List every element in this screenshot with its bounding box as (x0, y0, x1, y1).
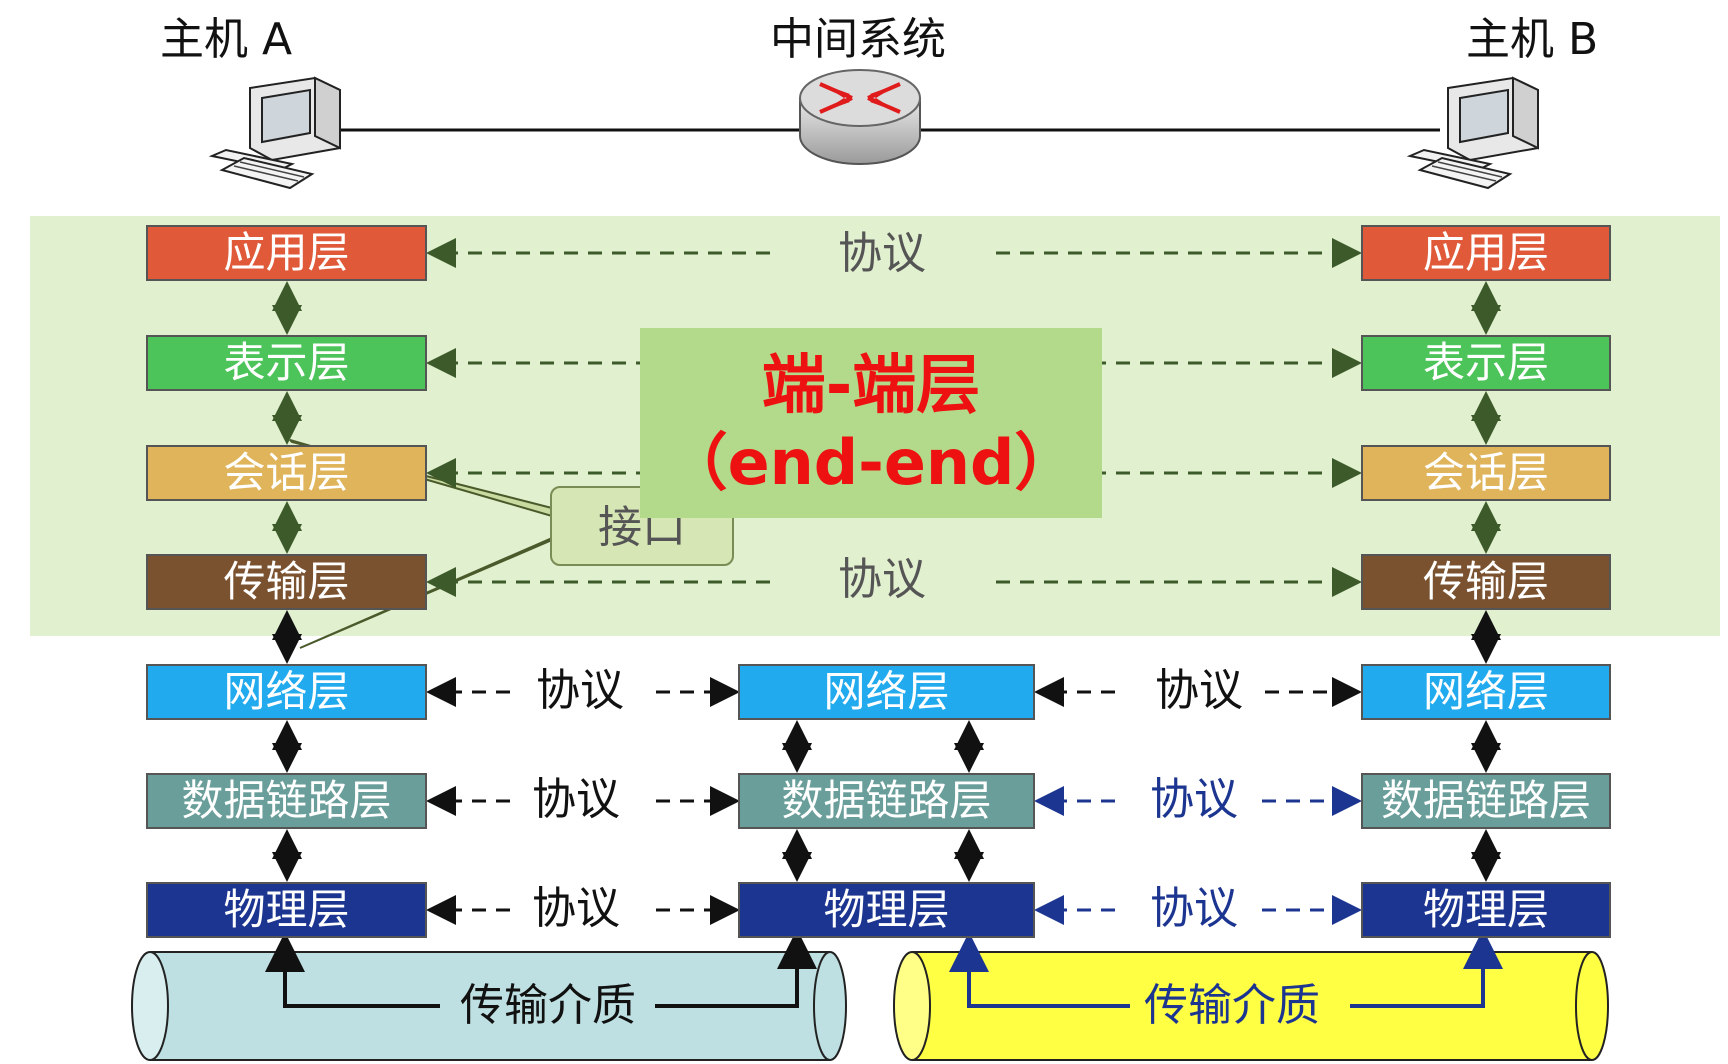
end-to-end-subtitle: （end-end） (665, 426, 1077, 499)
protocol-label-network-left: 协议 (536, 665, 624, 716)
protocol-label-datalink-left: 协议 (532, 774, 620, 825)
middle-datalink-layer: 数据链路层 (738, 773, 1035, 829)
host-b-transport-layer: 传输层 (1361, 554, 1611, 610)
host-a-label: 主机 A (160, 14, 293, 65)
middle-network-layer: 网络层 (738, 664, 1035, 720)
computer-icon-host-a (208, 76, 341, 190)
host-b-datalink-layer: 数据链路层 (1361, 773, 1611, 829)
intermediate-system-label: 中间系统 (770, 14, 946, 65)
host-b-application-layer: 应用层 (1361, 225, 1611, 281)
host-a-presentation-layer: 表示层 (146, 335, 427, 391)
host-a-network-layer: 网络层 (146, 664, 427, 720)
protocol-label-datalink-right: 协议 (1150, 774, 1238, 825)
host-b-physical-layer: 物理层 (1361, 882, 1611, 938)
host-a-application-layer: 应用层 (146, 225, 427, 281)
router-icon (799, 69, 921, 165)
protocol-label-application: 协议 (838, 228, 926, 279)
end-to-end-title-box: 端-端层 （end-end） (640, 328, 1102, 518)
protocol-label-physical-left: 协议 (532, 883, 620, 934)
host-b-network-layer: 网络层 (1361, 664, 1611, 720)
protocol-label-transport: 协议 (838, 554, 926, 605)
computer-icon-host-b (1406, 76, 1539, 190)
protocol-label-network-right: 协议 (1155, 665, 1243, 716)
medium-label-right: 传输介质 (1144, 980, 1320, 1031)
host-a-datalink-layer: 数据链路层 (146, 773, 427, 829)
host-b-presentation-layer: 表示层 (1361, 335, 1611, 391)
host-a-physical-layer: 物理层 (146, 882, 427, 938)
protocol-label-physical-right: 协议 (1150, 883, 1238, 934)
medium-label-left: 传输介质 (460, 980, 636, 1031)
end-to-end-title: 端-端层 (761, 349, 981, 423)
middle-physical-layer: 物理层 (738, 882, 1035, 938)
host-a-transport-layer: 传输层 (146, 554, 427, 610)
host-b-session-layer: 会话层 (1361, 445, 1611, 501)
host-a-session-layer: 会话层 (146, 445, 427, 501)
arrows-group (272, 238, 1501, 925)
host-b-label: 主机 B (1466, 14, 1599, 65)
